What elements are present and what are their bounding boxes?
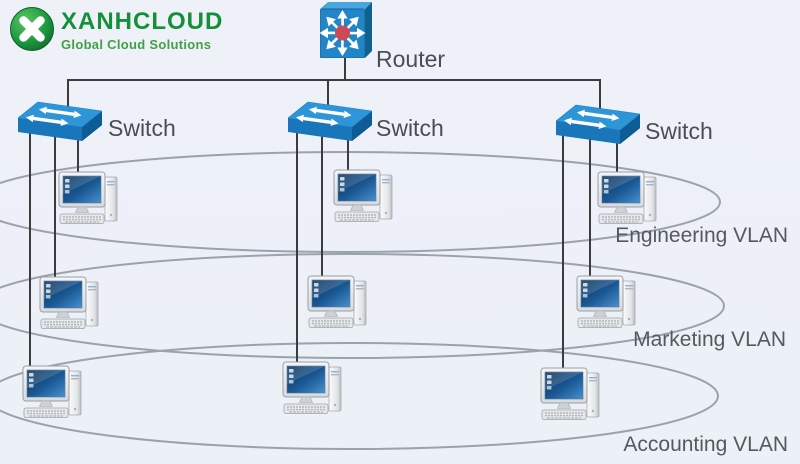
router-icon	[320, 2, 372, 58]
desktop-computer-icon	[540, 367, 600, 421]
switch-left-label: Switch	[108, 115, 176, 141]
switch-right-label: Switch	[645, 118, 713, 144]
desktop-computer-icon	[22, 365, 82, 419]
desktop-computer-icon	[39, 276, 99, 330]
desktop-computer-icon	[307, 275, 367, 329]
desktop-computer-icon	[597, 171, 657, 225]
vlan-label-marketing: Marketing VLAN	[633, 328, 786, 351]
desktop-computer-icon	[576, 275, 636, 329]
switch-icon	[556, 104, 640, 145]
vlan-ellipse-engineering	[0, 151, 721, 253]
brand-tagline: Global Cloud Solutions	[61, 37, 212, 52]
brand-name: XANHCLOUD	[61, 8, 224, 35]
desktop-computer-icon	[282, 361, 342, 415]
switch-middle-label: Switch	[376, 115, 444, 141]
vlan-label-accounting: Accounting VLAN	[623, 433, 788, 456]
vlan-label-engineering: Engineering VLAN	[615, 224, 788, 247]
router-label: Router	[376, 46, 446, 72]
logo: XANHCLOUD Global Cloud Solutions	[9, 6, 223, 52]
vlan-ellipse-marketing	[0, 253, 725, 359]
x-circle-icon	[10, 7, 54, 51]
switch-icon	[288, 101, 372, 142]
desktop-computer-icon	[58, 171, 118, 225]
vlan-ellipse-accounting	[0, 342, 719, 450]
desktop-computer-icon	[333, 169, 393, 223]
